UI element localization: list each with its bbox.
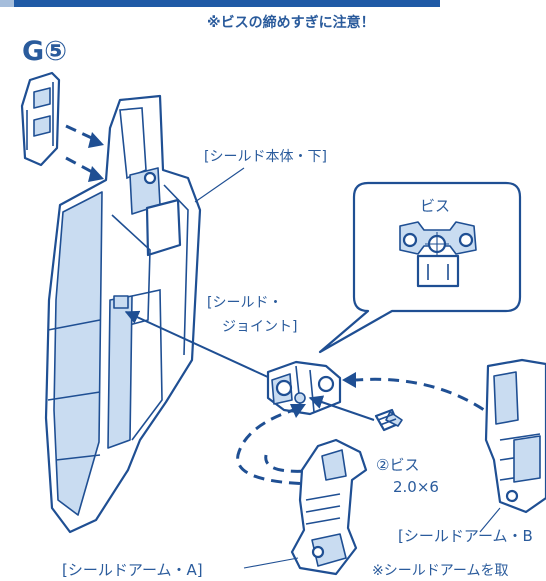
screw-insert-arrow [308,395,375,421]
caution-note: ※ビスの締めすぎに注意！ [207,14,375,31]
screw-part [374,408,403,432]
arm-b-arrowhead [342,372,356,388]
label-shield-joint-line2: ジョイント] [222,319,297,335]
leader-arm-a [243,557,299,569]
screw-callout-bubble [318,181,522,354]
step-label: G⑤ [22,36,67,67]
shield-body-lower [44,94,202,534]
label-shield-body-lower: [シールド本体・下] [204,149,327,165]
joint-insert-arrow [124,310,271,379]
label-screw-callout: ビス [420,197,450,215]
arm-a-arrowhead [290,404,306,418]
part-g5 [20,71,61,167]
shield-arm-a [290,438,368,576]
label-screw-part-line1: ②ビス [376,456,419,474]
arm-b-insert-path [355,377,499,422]
bottom-note: ※シールドアームを取 [372,563,508,579]
label-shield-joint-line1: [シールド・ [207,295,282,311]
label-shield-arm-b: [シールドアーム・B [398,527,533,545]
g5-insert-arrows [65,124,104,182]
header-bar-step-marker [0,0,14,7]
header-bar [0,0,440,7]
label-shield-arm-a: [シールドアーム・A] [62,561,203,579]
label-screw-part-line2: 2.0×6 [393,478,439,496]
arm-a-insert-path [236,406,337,486]
leader-shield-body [194,167,245,203]
shield-arm-b [484,358,546,514]
leader-arm-b [479,507,501,533]
